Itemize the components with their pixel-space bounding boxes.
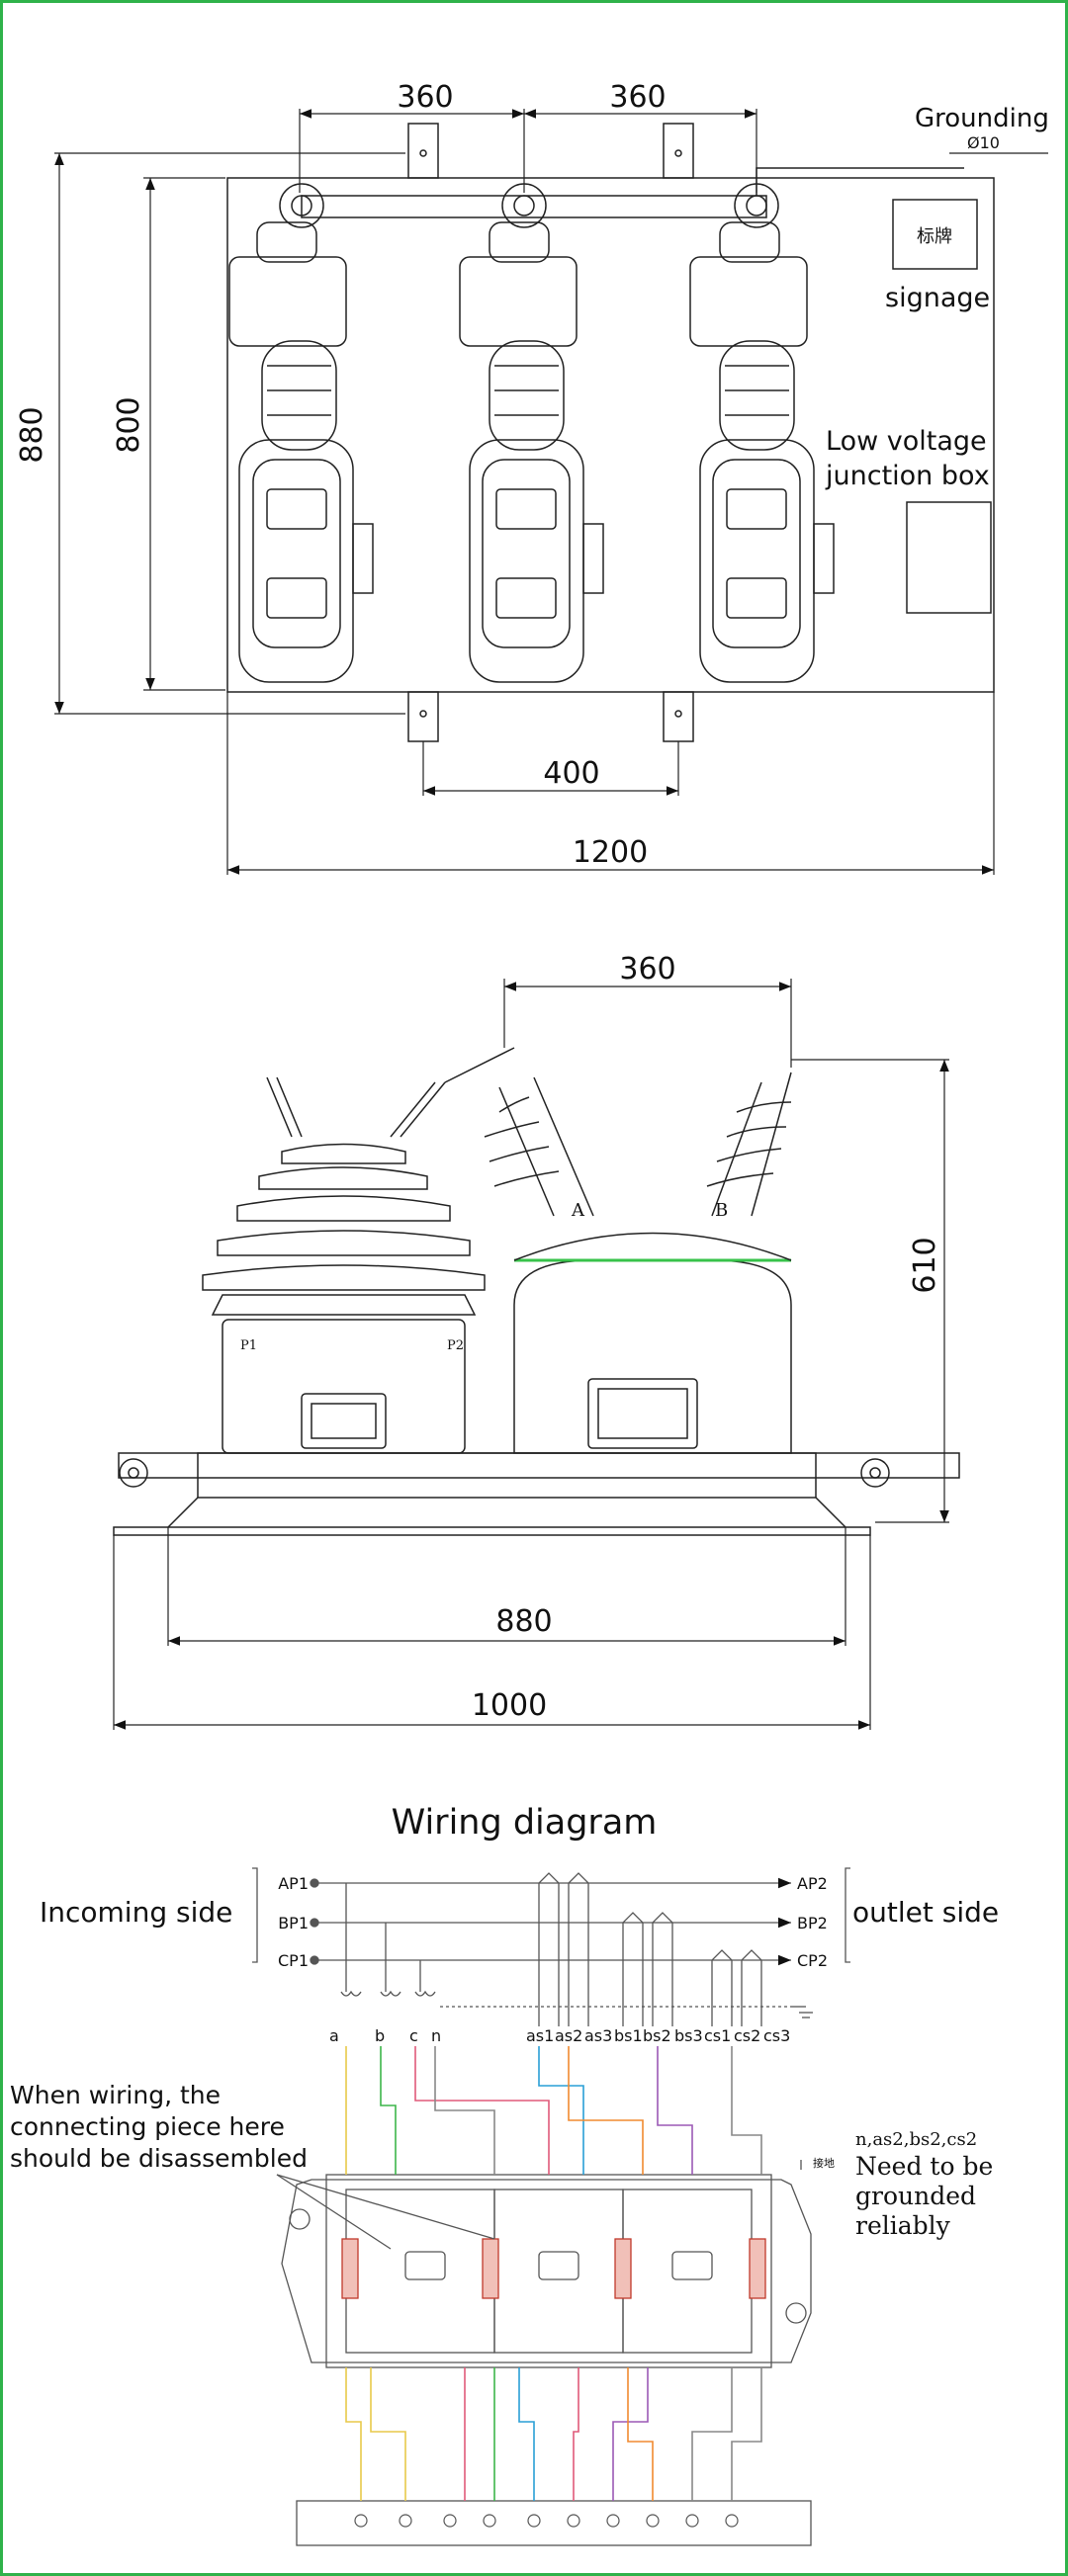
voltage-transformer	[484, 1072, 792, 1454]
terminal-labels: a b c n as1 as2 as3 bs1 bs2 bs3 cs1 cs2 …	[329, 2026, 790, 2045]
dim-360-left: 360	[397, 80, 453, 115]
grounding-lead	[756, 167, 964, 196]
top-view	[54, 109, 1048, 875]
terminal-block	[325, 2174, 772, 2368]
terminal-label: cs2	[734, 2026, 760, 2045]
terminal-label: n	[431, 2026, 441, 2045]
lv-junction-box	[906, 501, 992, 614]
terminal-label: cs3	[763, 2026, 790, 2045]
output-cp2: CP2	[797, 1951, 828, 1970]
terminal-label: bs3	[674, 2026, 703, 2045]
note-right-terminals: n,as2,bs2,cs2	[855, 2129, 977, 2150]
terminal-label: as3	[584, 2026, 612, 2045]
terminal-label: bs1	[614, 2026, 643, 2045]
mark-p1: P1	[240, 1338, 257, 1353]
incoming-side-label: Incoming side	[40, 1896, 232, 1929]
note-left-line1: When wiring, the	[10, 2081, 221, 2109]
terminal-strip	[296, 2500, 812, 2546]
phase-unit-1	[228, 183, 374, 683]
output-bp2: BP2	[797, 1914, 828, 1932]
dim-880-vertical: 880	[15, 406, 49, 463]
side-dim-1000: 1000	[472, 1688, 547, 1723]
terminal-label: cs1	[704, 2026, 731, 2045]
signage-label: signage	[885, 283, 990, 313]
mount-lug	[407, 123, 439, 179]
lv-box-label-1: Low voltage	[826, 426, 987, 457]
wiring-diagram	[252, 1867, 850, 2546]
signage-plate	[892, 199, 978, 270]
wiring-title: Wiring diagram	[392, 1803, 658, 1843]
current-transformer	[202, 1047, 515, 1454]
base-rail	[113, 1526, 871, 1536]
input-bp1: BP1	[278, 1914, 309, 1932]
mark-p2: P2	[447, 1338, 464, 1353]
signage-cn-text: 标牌	[917, 226, 952, 247]
ground-cn-label: 接地	[813, 2157, 835, 2170]
input-cp1: CP1	[278, 1951, 309, 1970]
base-plate-top	[226, 177, 995, 693]
input-ap1: AP1	[278, 1874, 309, 1893]
colored-wires	[345, 2046, 762, 2501]
dim-1200: 1200	[573, 835, 648, 870]
terminal-label: a	[329, 2026, 339, 2045]
strip-terminals	[354, 2514, 739, 2528]
grounding-size: Ø10	[967, 133, 1000, 152]
phase-unit-3	[689, 183, 835, 683]
lv-box-label-2: junction box	[825, 461, 990, 491]
note-left-line3: should be disassembled	[10, 2144, 308, 2173]
side-dim-360: 360	[619, 952, 675, 987]
side-dim-610: 610	[908, 1237, 942, 1293]
side-view	[113, 979, 960, 1730]
base-plate-side	[197, 1452, 817, 1499]
outlet-side-label: outlet side	[852, 1896, 999, 1929]
grounding-label: Grounding	[915, 104, 1049, 133]
dim-360-right: 360	[609, 80, 666, 115]
terminal-block-housing	[281, 2179, 812, 2363]
note-left-line2: connecting piece here	[10, 2112, 285, 2141]
mount-lug	[663, 123, 694, 179]
side-dim-880: 880	[495, 1604, 552, 1639]
note-right-line1: Need to be	[855, 2152, 993, 2181]
note-right-line3: reliably	[855, 2211, 951, 2240]
terminal-label: c	[409, 2026, 418, 2045]
dim-400: 400	[543, 756, 599, 791]
terminal-label: b	[375, 2026, 385, 2045]
note-right-line2: grounded	[855, 2182, 976, 2210]
phase-unit-2	[459, 183, 604, 683]
terminal-label: as2	[555, 2026, 582, 2045]
dim-800-vertical: 800	[112, 396, 146, 453]
base-frame	[118, 1452, 960, 1479]
terminal-a-label: A	[571, 1200, 585, 1221]
terminal-label: as1	[526, 2026, 554, 2045]
output-ap2: AP2	[797, 1874, 828, 1893]
terminal-label: bs2	[643, 2026, 671, 2045]
terminal-b-label: B	[715, 1200, 728, 1221]
